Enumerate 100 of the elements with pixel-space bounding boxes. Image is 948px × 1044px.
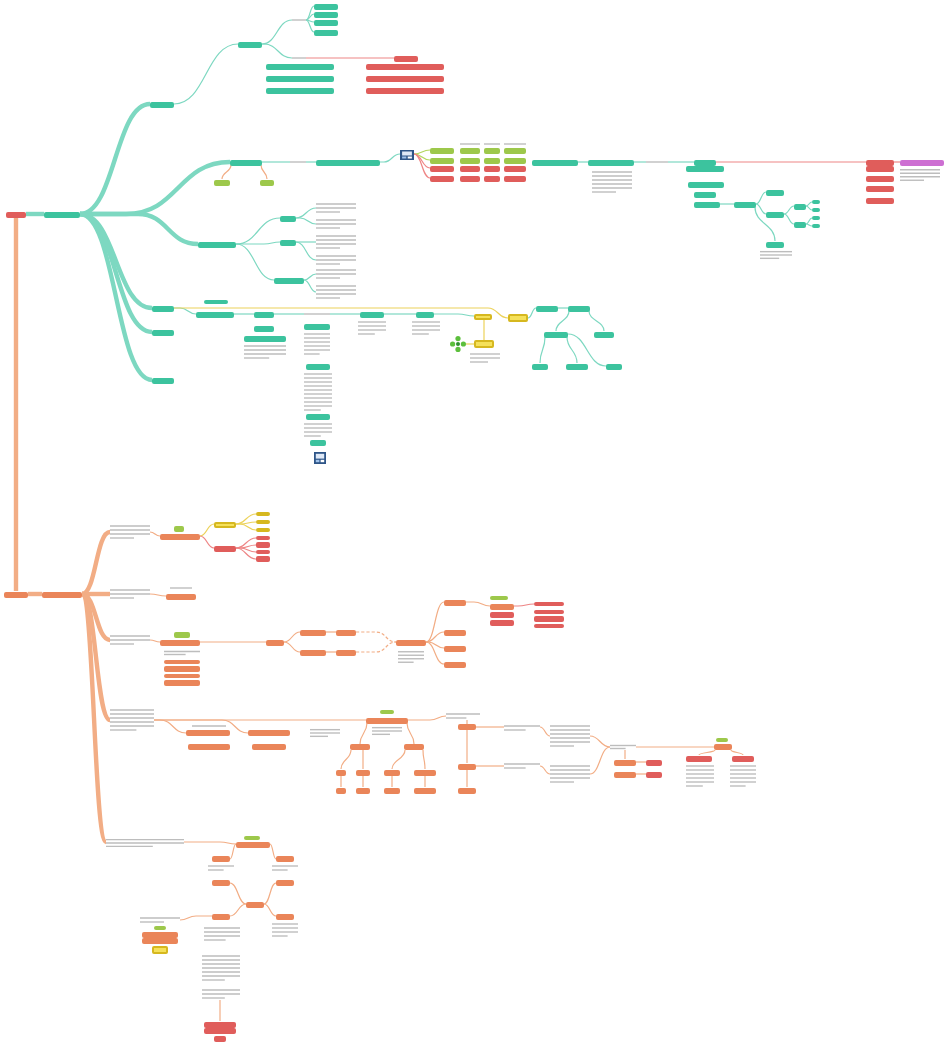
topic-bar — [4, 591, 28, 597]
connector-line — [79, 591, 108, 844]
topic-bar — [150, 101, 174, 107]
connector-line — [153, 719, 249, 734]
topic-bar — [142, 938, 178, 944]
text-lines — [460, 142, 480, 146]
text-lines — [316, 254, 356, 266]
connector-line — [295, 241, 317, 261]
topic-bar — [614, 759, 636, 765]
topic-bar — [416, 311, 434, 317]
topic-bar — [532, 363, 548, 369]
topic-bar — [314, 29, 338, 35]
connector-line — [149, 593, 167, 597]
topic-bar — [694, 191, 716, 197]
text-lines — [110, 708, 154, 732]
topic-bar — [310, 440, 326, 446]
connector-line — [295, 217, 317, 225]
text-lines — [304, 421, 332, 437]
topic-bar — [384, 787, 400, 793]
topic-bar — [276, 880, 294, 886]
topic-bar — [276, 856, 294, 862]
topic-bar — [196, 311, 234, 317]
connector-line — [340, 749, 352, 770]
text-lines — [504, 762, 540, 770]
connector-line — [325, 651, 337, 653]
topic-bar — [248, 730, 290, 736]
connector-line — [555, 310, 570, 332]
text-lines — [730, 764, 756, 788]
topic-bar — [812, 215, 820, 221]
topic-bar — [444, 661, 466, 667]
topic-bar — [336, 629, 356, 635]
topic-bar — [544, 331, 568, 337]
connector-line — [79, 591, 112, 722]
connector-line — [25, 591, 42, 597]
connector-line — [391, 749, 406, 770]
topic-bar — [212, 913, 230, 919]
connector-line — [466, 729, 468, 764]
topic-bar — [6, 211, 26, 217]
topic-bar — [256, 556, 270, 562]
connector-line — [149, 531, 161, 537]
connector-line — [229, 903, 247, 917]
topic-bar — [360, 311, 384, 317]
topic-bar — [716, 737, 728, 743]
connector-line — [730, 749, 744, 756]
topic-bar — [274, 277, 304, 283]
topic-bar — [366, 63, 444, 69]
topic-bar — [732, 755, 754, 761]
text-lines — [272, 922, 298, 938]
text-lines — [484, 142, 500, 146]
topic-bar — [214, 521, 236, 527]
topic-bar — [504, 147, 526, 153]
picture-icon — [314, 452, 326, 464]
topic-bar — [314, 3, 338, 9]
text-lines — [550, 764, 590, 784]
connector-line — [539, 765, 551, 775]
connector-line — [77, 211, 153, 383]
text-lines — [372, 726, 402, 736]
topic-bar — [314, 19, 338, 25]
topic-bar — [414, 769, 436, 775]
topic-bar — [460, 175, 480, 181]
topic-bar — [534, 601, 564, 607]
connector-line — [624, 749, 626, 760]
topic-bar — [414, 787, 436, 793]
topic-bar — [256, 527, 270, 533]
topic-bar — [356, 769, 370, 775]
connector-line — [783, 213, 795, 225]
connector-line — [475, 765, 505, 767]
text-lines — [244, 344, 286, 360]
topic-bar — [430, 175, 454, 181]
picture-icon — [400, 149, 414, 159]
text-lines — [310, 727, 340, 737]
connector-line — [219, 999, 221, 1022]
connector-line — [383, 313, 417, 315]
topic-bar — [536, 305, 558, 311]
topic-bar — [734, 201, 756, 207]
topic-bar — [484, 147, 500, 153]
connector-line — [77, 101, 151, 217]
topic-bar — [160, 639, 200, 645]
connector-line — [269, 843, 277, 860]
connector-line — [805, 223, 813, 227]
text-lines — [110, 524, 150, 540]
topic-bar — [214, 179, 230, 185]
connector-line — [199, 523, 215, 537]
topic-bar — [188, 744, 230, 750]
cross-icon — [450, 336, 466, 352]
text-lines — [316, 284, 356, 300]
topic-bar — [900, 159, 944, 165]
text-lines — [646, 160, 668, 164]
connector-line — [173, 43, 239, 105]
topic-bar — [152, 946, 168, 954]
topic-bar — [380, 710, 394, 715]
topic-bar — [366, 87, 444, 93]
topic-bar — [152, 329, 174, 335]
topic-bar — [154, 925, 166, 931]
connector-line — [199, 535, 215, 549]
topic-bar — [460, 147, 480, 153]
topic-bar — [306, 364, 330, 370]
connector-line — [362, 749, 364, 770]
connector-line — [305, 5, 315, 21]
text-lines — [398, 649, 424, 663]
